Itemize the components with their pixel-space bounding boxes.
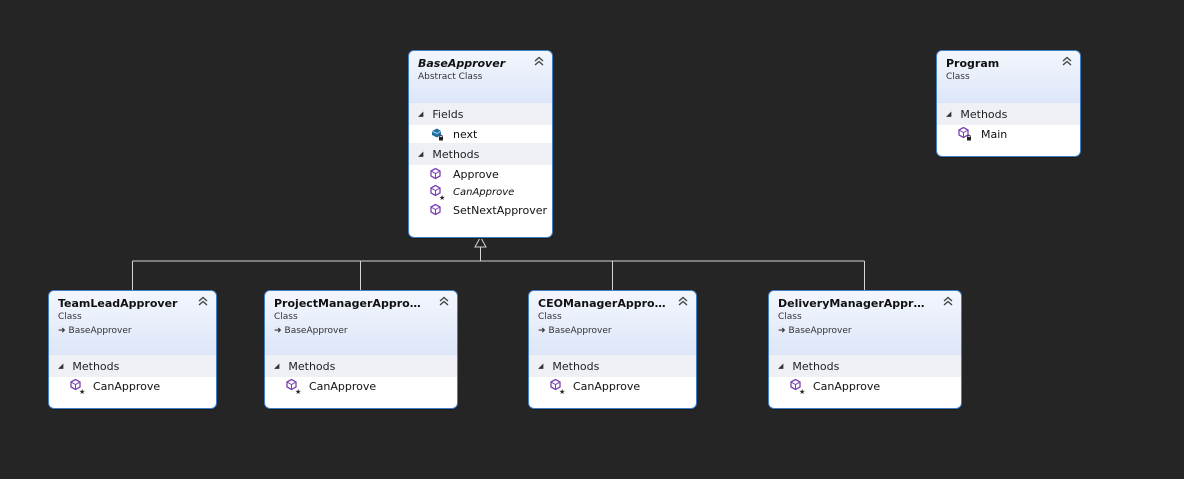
class-kind: Abstract Class xyxy=(418,72,483,82)
public-method-icon xyxy=(430,203,441,216)
collapse-chevron-icon[interactable] xyxy=(438,295,450,307)
inherits-arrow-icon: ➜ xyxy=(58,326,66,336)
section-label: Fields xyxy=(432,107,464,121)
method-canapprove[interactable]: ★ CanApprove xyxy=(529,377,696,395)
class-header: DeliveryManagerApprov... Class ➜BaseAppr… xyxy=(769,291,961,355)
base-class-link[interactable]: ➜BaseApprover xyxy=(58,326,216,336)
section-methods[interactable]: ◢ Methods xyxy=(529,355,696,377)
base-class-link[interactable]: ➜BaseApprover xyxy=(538,326,696,336)
field-next[interactable]: next xyxy=(409,125,552,143)
member-name: CanApprove xyxy=(573,379,641,393)
public-method-icon xyxy=(430,167,441,180)
section-fields[interactable]: ◢ Fields xyxy=(409,103,552,125)
section-label: Methods xyxy=(960,107,1008,121)
member-name: Approve xyxy=(453,167,499,181)
method-main[interactable]: Main xyxy=(937,125,1080,143)
protected-method-icon: ★ xyxy=(286,378,301,394)
class-name: BaseApprover xyxy=(418,57,506,70)
protected-method-icon: ★ xyxy=(790,378,805,394)
protected-method-icon: ★ xyxy=(550,378,565,394)
base-class-name: BaseApprover xyxy=(548,326,612,336)
section-methods[interactable]: ◢ Methods xyxy=(265,355,457,377)
expand-triangle-icon: ◢ xyxy=(778,362,784,370)
collapse-chevron-icon[interactable] xyxy=(1061,55,1073,67)
section-methods[interactable]: ◢ Methods xyxy=(49,355,216,377)
section-label: Methods xyxy=(792,359,840,373)
section-label: Methods xyxy=(72,359,120,373)
class-box-program[interactable]: Program Class ◢ Methods Main xyxy=(936,50,1081,157)
inheritance-arrowhead xyxy=(474,235,487,248)
inherits-arrow-icon: ➜ xyxy=(274,326,282,336)
class-kind: Class xyxy=(538,312,562,322)
member-name: CanApprove xyxy=(93,379,161,393)
inherits-arrow-icon: ➜ xyxy=(778,326,786,336)
member-name: Main xyxy=(981,127,1008,141)
expand-triangle-icon: ◢ xyxy=(538,362,544,370)
method-setnextapprover[interactable]: SetNextApprover xyxy=(409,201,552,219)
method-canapprove[interactable]: ★ CanApprove xyxy=(265,377,457,395)
protected-method-icon: ★ xyxy=(430,184,445,200)
base-class-name: BaseApprover xyxy=(284,326,348,336)
class-kind: Class xyxy=(778,312,802,322)
base-class-link[interactable]: ➜BaseApprover xyxy=(274,326,457,336)
class-name: TeamLeadApprover xyxy=(58,297,178,310)
base-class-name: BaseApprover xyxy=(68,326,132,336)
class-box-ceomanagerapprover[interactable]: CEOManagerApprover Class ➜BaseApprover ◢… xyxy=(528,290,697,409)
section-methods[interactable]: ◢ Methods xyxy=(769,355,961,377)
protected-method-icon: ★ xyxy=(70,378,85,394)
expand-triangle-icon: ◢ xyxy=(418,150,424,158)
section-methods[interactable]: ◢ Methods xyxy=(937,103,1080,125)
svg-text:★: ★ xyxy=(559,388,565,394)
class-name: ProjectManagerApprover xyxy=(274,297,427,310)
collapse-chevron-icon[interactable] xyxy=(942,295,954,307)
svg-text:★: ★ xyxy=(799,388,805,394)
private-method-icon xyxy=(958,126,971,141)
section-methods[interactable]: ◢ Methods xyxy=(409,143,552,165)
class-kind: Class xyxy=(274,312,298,322)
svg-text:★: ★ xyxy=(79,388,85,394)
private-field-icon xyxy=(431,128,443,141)
base-class-name: BaseApprover xyxy=(788,326,852,336)
class-header: BaseApprover Abstract Class xyxy=(409,51,552,103)
class-box-deliverymanagerapprover[interactable]: DeliveryManagerApprov... Class ➜BaseAppr… xyxy=(768,290,962,409)
class-box-projectmanagerapprover[interactable]: ProjectManagerApprover Class ➜BaseApprov… xyxy=(264,290,458,409)
member-name: SetNextApprover xyxy=(453,203,547,217)
method-canapprove[interactable]: ★ CanApprove xyxy=(49,377,216,395)
method-canapprove[interactable]: ★ CanApprove xyxy=(409,183,552,201)
class-header: TeamLeadApprover Class ➜BaseApprover xyxy=(49,291,216,355)
svg-text:★: ★ xyxy=(295,388,301,394)
member-name: CanApprove xyxy=(453,186,515,198)
class-header: Program Class xyxy=(937,51,1080,103)
expand-triangle-icon: ◢ xyxy=(274,362,280,370)
section-label: Methods xyxy=(552,359,600,373)
class-name: DeliveryManagerApprov... xyxy=(778,297,931,310)
svg-text:★: ★ xyxy=(439,194,445,200)
base-class-link[interactable]: ➜BaseApprover xyxy=(778,326,961,336)
method-approve[interactable]: Approve xyxy=(409,165,552,183)
method-canapprove[interactable]: ★ CanApprove xyxy=(769,377,961,395)
collapse-chevron-icon[interactable] xyxy=(197,295,209,307)
class-name: CEOManagerApprover xyxy=(538,297,666,310)
class-box-teamleadapprover[interactable]: TeamLeadApprover Class ➜BaseApprover ◢ M… xyxy=(48,290,217,409)
class-header: ProjectManagerApprover Class ➜BaseApprov… xyxy=(265,291,457,355)
expand-triangle-icon: ◢ xyxy=(946,110,952,118)
class-box-baseapprover[interactable]: BaseApprover Abstract Class ◢ Fields nex… xyxy=(408,50,553,238)
inherits-arrow-icon: ➜ xyxy=(538,326,546,336)
expand-triangle-icon: ◢ xyxy=(58,362,64,370)
class-kind: Class xyxy=(58,312,82,322)
section-label: Methods xyxy=(288,359,336,373)
section-label: Methods xyxy=(432,147,480,161)
class-kind: Class xyxy=(946,72,970,82)
member-name: CanApprove xyxy=(309,379,377,393)
member-name: next xyxy=(453,127,478,141)
class-header: CEOManagerApprover Class ➜BaseApprover xyxy=(529,291,696,355)
collapse-chevron-icon[interactable] xyxy=(533,55,545,67)
expand-triangle-icon: ◢ xyxy=(418,110,424,118)
class-name: Program xyxy=(946,57,1000,70)
member-name: CanApprove xyxy=(813,379,881,393)
collapse-chevron-icon[interactable] xyxy=(677,295,689,307)
